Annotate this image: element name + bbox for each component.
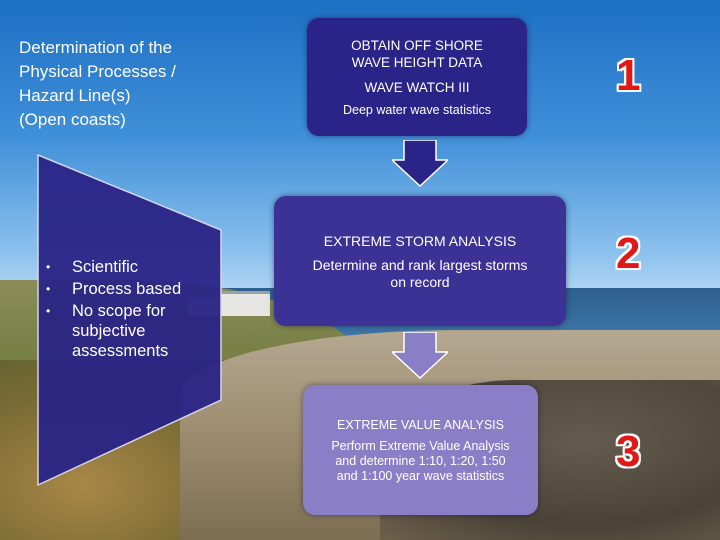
list-item: •Process based — [46, 280, 182, 298]
step-number-3: 3 — [616, 427, 641, 476]
step-1-source: WAVE WATCH III — [364, 80, 470, 95]
step-number-1: 1 — [616, 51, 641, 100]
step-1-heading-2: WAVE HEIGHT DATA — [351, 55, 483, 70]
step-1-detail: Deep water wave statistics — [343, 103, 491, 117]
step-1-box: OBTAIN OFF SHORE WAVE HEIGHT DATA WAVE W… — [307, 18, 527, 136]
list-item: •No scope for subjective assessments — [46, 302, 169, 360]
title-line: Physical Processes / — [19, 62, 176, 81]
left-panel-title: Determination of the Physical Processes … — [19, 36, 239, 132]
step-1-heading: OBTAIN OFF SHORE — [351, 38, 483, 53]
step-3-heading: EXTREME VALUE ANALYSIS — [337, 418, 504, 432]
step-2-detail: Determine and rank largest storms — [312, 257, 528, 273]
step-3-box: EXTREME VALUE ANALYSIS Perform Extreme V… — [303, 385, 538, 515]
step-2-box: EXTREME STORM ANALYSIS Determine and ran… — [274, 196, 566, 326]
title-line: Hazard Line(s) — [19, 86, 131, 105]
step-2-heading: EXTREME STORM ANALYSIS — [323, 233, 517, 249]
down-arrow-icon — [392, 140, 448, 188]
down-arrow-icon — [392, 332, 448, 380]
title-line: (Open coasts) — [19, 110, 126, 129]
step-3-detail: Perform Extreme Value Analysis — [331, 439, 510, 453]
step-number-2: 2 — [616, 229, 641, 278]
step-2-detail-2: on record — [390, 274, 450, 290]
step-3-detail-2: and determine 1:10, 1:20, 1:50 — [335, 454, 506, 468]
list-item: •Scientific — [46, 258, 139, 276]
criteria-list: •Scientific •Process based •No scope for… — [46, 255, 216, 361]
title-line: Determination of the — [19, 38, 173, 57]
step-3-detail-3: and 1:100 year wave statistics — [336, 469, 505, 483]
